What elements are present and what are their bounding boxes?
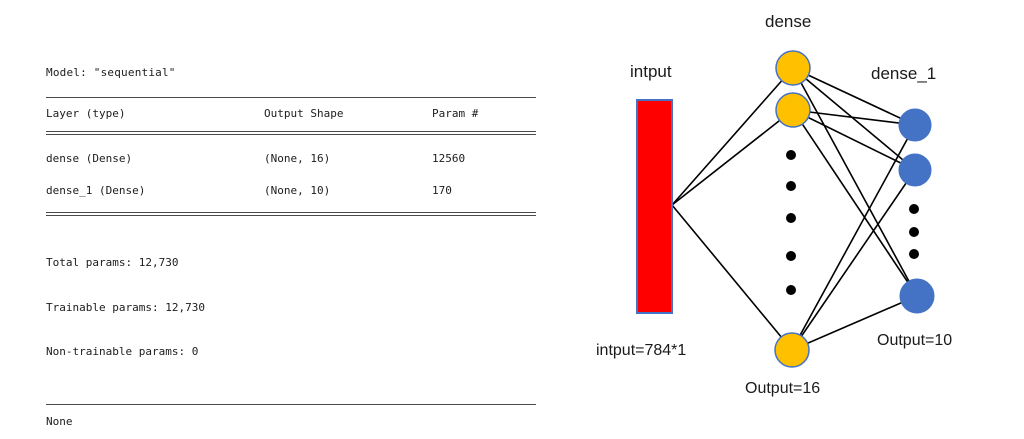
hidden-layer-node	[774, 332, 810, 368]
edge-input-to-hidden	[671, 67, 794, 206]
total-params: Total params: 12,730	[46, 256, 179, 270]
edge-hidden-to-output	[792, 109, 916, 126]
cell-param: 12560	[432, 151, 466, 165]
column-header-layer: Layer (type)	[46, 106, 126, 120]
totals-block: Total params: 12,730 Trainable params: 1…	[46, 226, 536, 389]
cell-param: 170	[432, 183, 452, 197]
edge-hidden-to-output	[792, 109, 916, 171]
edge-input-to-hidden	[671, 204, 793, 351]
edge-hidden-to-output	[792, 67, 916, 171]
output-size-label: Output=10	[877, 332, 952, 349]
summary-rule-totals	[46, 212, 536, 217]
summary-rule-bottom	[46, 403, 536, 405]
cell-output-shape: (None, 10)	[264, 183, 331, 197]
non-trainable-params: Non-trainable params: 0	[46, 345, 199, 359]
edge-hidden-to-output	[791, 295, 918, 351]
summary-rule-header	[46, 130, 536, 135]
cell-output-shape: (None, 16)	[264, 151, 331, 165]
table-row: dense_1 (Dense) (None, 10) 170	[46, 184, 536, 199]
model-summary-title: Model: "sequential"	[46, 66, 176, 79]
column-header-output-shape: Output Shape	[264, 106, 344, 120]
input-layer-bar	[636, 99, 673, 314]
model-summary-panel: Model: "sequential" Layer (type) Output …	[46, 66, 536, 430]
table-row: dense (Dense) (None, 16) 12560	[46, 152, 536, 167]
column-header-param: Param #	[432, 106, 479, 120]
trainable-params: Trainable params: 12,730	[46, 300, 205, 314]
summary-header-row: Layer (type) Output Shape Param #	[46, 107, 536, 122]
edge-hidden-to-output	[791, 169, 916, 351]
hidden-layer-node	[775, 50, 811, 86]
ellipsis-dot-group	[786, 150, 919, 295]
return-value-none: None	[46, 414, 73, 428]
hidden-output-size-label: Output=16	[745, 380, 820, 397]
hidden-ellipsis-dot	[786, 150, 796, 160]
edge-group	[671, 67, 918, 351]
hidden-ellipsis-dot	[786, 213, 796, 223]
summary-rule-top	[46, 96, 536, 98]
edge-hidden-to-output	[792, 67, 918, 297]
output-ellipsis-dot	[909, 249, 919, 259]
output-layer-node	[898, 153, 932, 187]
output-ellipsis-dot	[909, 204, 919, 214]
hidden-ellipsis-dot	[786, 181, 796, 191]
hidden-layer-node	[775, 92, 811, 128]
edge-hidden-to-output	[791, 124, 916, 351]
hidden-layer-name-label: dense	[765, 12, 811, 31]
edge-input-to-hidden	[671, 109, 794, 206]
edge-hidden-to-output	[792, 67, 916, 126]
output-ellipsis-dot	[909, 227, 919, 237]
cell-layer: dense_1 (Dense)	[46, 183, 146, 197]
hidden-ellipsis-dot	[786, 285, 796, 295]
hidden-ellipsis-dot	[786, 251, 796, 261]
input-size-label: intput=784*1	[596, 342, 686, 359]
output-layer-node	[898, 108, 932, 142]
edge-hidden-to-output	[792, 109, 918, 297]
output-layer-name-label: dense_1	[871, 64, 936, 83]
cell-layer: dense (Dense)	[46, 151, 133, 165]
input-layer-label: intput	[630, 62, 672, 81]
output-layer-node	[899, 278, 935, 314]
node-group	[636, 50, 935, 368]
